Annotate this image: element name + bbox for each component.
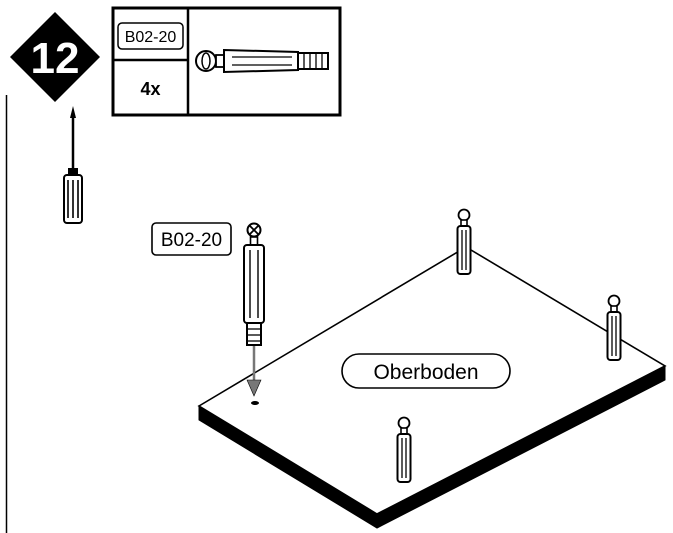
dowel-hole: [251, 401, 259, 405]
panel-label: Oberboden: [373, 361, 478, 384]
parts-box: B02-20 4x: [111, 6, 342, 117]
screwdriver-icon: [63, 106, 83, 224]
part-callout: B02-20: [151, 222, 232, 256]
inserting-dowel: [243, 222, 265, 346]
panel-label-tag: [341, 353, 511, 389]
part-quantity: 4x: [140, 79, 160, 99]
insert-arrow: [246, 346, 262, 397]
cam-dowel-icon: [195, 48, 329, 74]
callout-part-code: B02-20: [161, 230, 222, 251]
part-code-tag: [117, 22, 184, 50]
installed-dowel-right: [606, 294, 622, 361]
panel-oberboden: Oberboden: [197, 246, 667, 529]
part-code: B02-20: [125, 29, 177, 46]
step-badge-diamond: [10, 12, 100, 102]
installed-dowel-back: [456, 208, 472, 275]
installed-dowel-front: [396, 416, 412, 483]
step-badge: 12: [10, 12, 100, 102]
step-number: 12: [31, 34, 80, 83]
